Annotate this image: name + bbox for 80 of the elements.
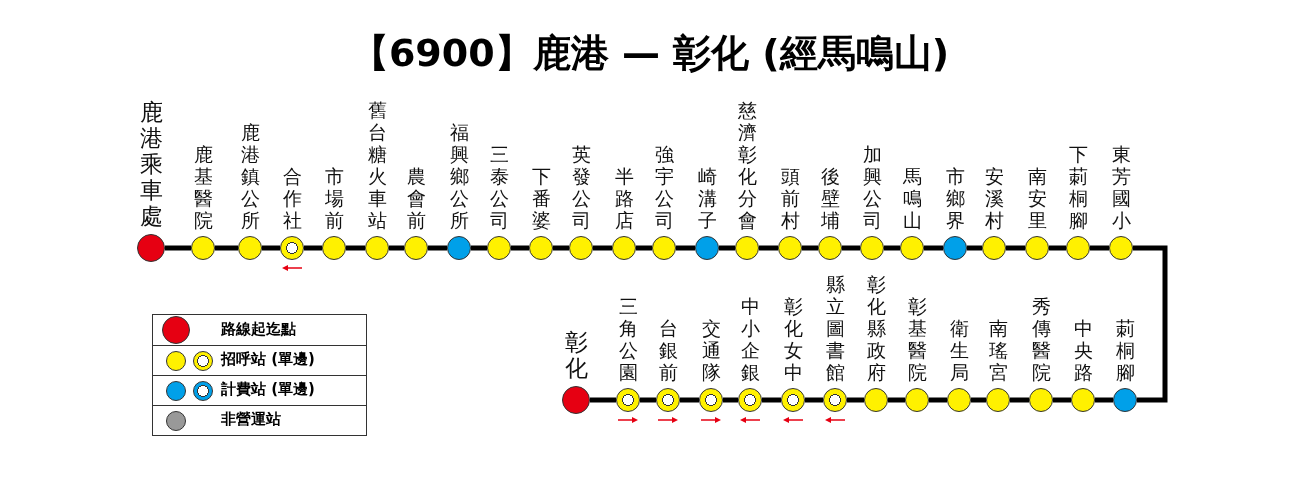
route-line bbox=[636, 245, 652, 251]
stop-name: 鹿港鎮公所 bbox=[240, 121, 260, 231]
route-line bbox=[1095, 397, 1113, 403]
route-line bbox=[590, 397, 616, 403]
route-line bbox=[924, 245, 943, 251]
route-line bbox=[888, 397, 905, 403]
route-line bbox=[1090, 245, 1109, 251]
route-line bbox=[389, 245, 404, 251]
route-line bbox=[723, 397, 738, 403]
title: 【6900】鹿港 — 彰化 (經馬鳴山) bbox=[349, 30, 951, 77]
route-line bbox=[762, 397, 781, 403]
stop-name: 鹿港乘車處 bbox=[139, 99, 163, 229]
route-line bbox=[967, 245, 982, 251]
route-line bbox=[640, 397, 656, 403]
stop-name: 合作社 bbox=[282, 165, 302, 231]
route-line bbox=[884, 245, 900, 251]
stop-name: 安溪村 bbox=[984, 165, 1004, 231]
route-line bbox=[680, 397, 699, 403]
stop-name: 頭前村 bbox=[780, 165, 800, 231]
stop-name: 福興鄉公所 bbox=[449, 121, 469, 231]
route-line bbox=[1010, 397, 1029, 403]
stop-name: 秀傳醫院 bbox=[1031, 295, 1051, 383]
stop-name: 彰基醫院 bbox=[907, 295, 927, 383]
stop-name: 英發公司 bbox=[571, 143, 591, 231]
route-line bbox=[1133, 245, 1168, 403]
route-line bbox=[759, 245, 778, 251]
stop-name: 市鄉界 bbox=[945, 165, 965, 231]
stop-name: 中央路 bbox=[1073, 317, 1093, 383]
stop-name: 市場前 bbox=[324, 165, 344, 231]
route-line bbox=[304, 245, 322, 251]
stop-name: 彰化女中 bbox=[783, 295, 803, 383]
stop-name: 馬鳴山 bbox=[902, 165, 922, 231]
stop-name: 莿桐腳 bbox=[1115, 317, 1135, 383]
stop-name: 舊台糖火車站 bbox=[367, 99, 387, 231]
stop-name: 鹿基醫院 bbox=[193, 143, 213, 231]
route-line bbox=[262, 245, 280, 251]
stop-name: 下番婆 bbox=[531, 165, 551, 231]
stop-name: 強宇公司 bbox=[654, 143, 674, 231]
stop-name: 三角公園 bbox=[618, 295, 638, 383]
stop-name: 台銀前 bbox=[658, 317, 678, 383]
stop-name: 農會前 bbox=[406, 165, 426, 231]
route-line bbox=[971, 397, 986, 403]
route-line bbox=[165, 245, 191, 251]
route-line bbox=[1006, 245, 1025, 251]
stop-name: 崎溝子 bbox=[697, 165, 717, 231]
route-line bbox=[346, 245, 365, 251]
stop-name: 中小企銀 bbox=[740, 295, 760, 383]
stop-name: 縣立圖書館 bbox=[825, 273, 845, 383]
route-line bbox=[511, 245, 529, 251]
stop-name: 半路店 bbox=[614, 165, 634, 231]
stop-name: 南瑤宮 bbox=[988, 317, 1008, 383]
route-line bbox=[842, 245, 860, 251]
stop-name: 後壁埔 bbox=[820, 165, 840, 231]
stop-name: 彰化 bbox=[564, 329, 588, 381]
stop-name: 彰化縣政府 bbox=[866, 273, 886, 383]
stop-name: 交通隊 bbox=[701, 317, 721, 383]
legend-text: 計費站 (單邊) bbox=[221, 380, 315, 399]
legend-text: 非營運站 bbox=[221, 410, 281, 429]
stop-name: 東芳國小 bbox=[1111, 143, 1131, 231]
route-line bbox=[847, 397, 864, 403]
stop-name: 三泰公司 bbox=[489, 143, 509, 231]
stop-name: 南安里 bbox=[1027, 165, 1047, 231]
route-line bbox=[553, 245, 569, 251]
stop-name: 慈濟彰化分會 bbox=[737, 99, 757, 231]
route-line bbox=[676, 245, 695, 251]
route-line bbox=[593, 245, 612, 251]
route-line bbox=[805, 397, 823, 403]
stop-name: 衛生局 bbox=[949, 317, 969, 383]
legend-text: 招呼站 (單邊) bbox=[221, 350, 315, 369]
route-line bbox=[1053, 397, 1071, 403]
route-line bbox=[215, 245, 238, 251]
stop-name: 加興公司 bbox=[862, 143, 882, 231]
legend-text: 路線起迄點 bbox=[221, 320, 296, 339]
stop-name: 下莿桐腳 bbox=[1068, 143, 1088, 231]
route-line bbox=[929, 397, 947, 403]
route-line bbox=[1049, 245, 1066, 251]
route-line bbox=[802, 245, 818, 251]
route-line bbox=[471, 245, 487, 251]
route-line bbox=[719, 245, 735, 251]
route-line bbox=[428, 245, 447, 251]
